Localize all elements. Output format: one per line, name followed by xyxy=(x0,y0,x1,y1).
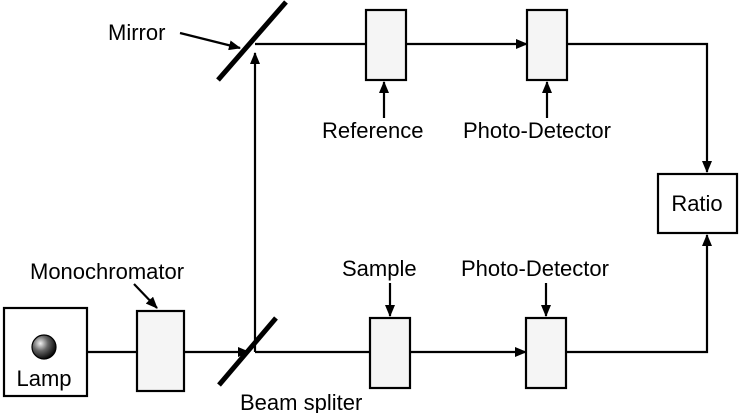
reference-label: Reference xyxy=(322,118,424,143)
lamp-label: Lamp xyxy=(16,366,71,391)
reference-box xyxy=(364,8,408,82)
ratio-label: Ratio xyxy=(671,191,722,216)
signal-bottom-to-ratio xyxy=(566,234,712,354)
beam-splitter-label: Beam spliter xyxy=(240,390,362,413)
signal-top-to-ratio xyxy=(567,42,712,173)
bottom-photo-detector-label: Photo-Detector xyxy=(461,256,609,281)
top-photo-detector-label: Photo-Detector xyxy=(463,118,611,143)
sample-box xyxy=(368,316,412,390)
ratio-box xyxy=(656,172,739,235)
monochromator-box xyxy=(135,309,186,393)
monochromator-label: Monochromator xyxy=(30,259,184,284)
mirror-label: Mirror xyxy=(108,20,165,45)
mirror-pointer-arrow xyxy=(179,31,241,51)
lamp-bulb-icon xyxy=(31,334,57,360)
sample-label: Sample xyxy=(342,256,417,281)
top-photo-detector-box xyxy=(525,8,569,82)
beam-splitter-mirror xyxy=(217,316,278,387)
bottom-photo-detector-box xyxy=(524,316,568,390)
monochromator-pointer-arrow xyxy=(133,283,158,309)
top-mirror xyxy=(216,0,288,82)
